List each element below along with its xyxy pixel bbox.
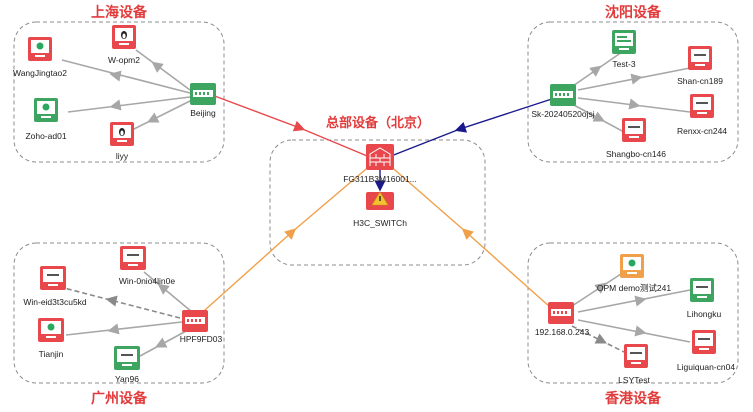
link-ip-lihongku[interactable] xyxy=(577,289,691,313)
node-label: Test-3 xyxy=(612,59,635,69)
node-192-168-0-243[interactable]: 192.168.0.243 xyxy=(535,302,590,337)
node-w-opm2[interactable]: W-opm2 xyxy=(108,25,140,65)
node-tianjin[interactable]: Tianjin xyxy=(38,318,64,359)
intra-region-links xyxy=(61,49,691,357)
node-label: 192.168.0.243 xyxy=(535,327,590,337)
node-opm-demo[interactable]: OPM demo测试241 xyxy=(597,254,671,293)
node-label: H3C_SWITCh xyxy=(353,218,407,228)
region-hongkong-box xyxy=(527,242,739,384)
node-liyy[interactable]: liyy xyxy=(110,122,134,161)
region-title-hongkong: 香港设备 xyxy=(604,390,662,407)
node-label: Lihongku xyxy=(687,309,722,319)
region-title-guangzhou: 广州设备 xyxy=(91,390,148,407)
region-title-shenyang: 沈阳设备 xyxy=(605,4,662,21)
node-label: WangJingtao2 xyxy=(13,68,67,78)
link-ip-liguiquan[interactable] xyxy=(577,319,691,343)
node-label: Zoho-ad01 xyxy=(25,131,66,141)
node-fg[interactable]: FG311B3M16001... xyxy=(343,144,417,184)
node-label: W-opm2 xyxy=(108,55,140,65)
node-hpf9fd03[interactable]: HPF9FD03 xyxy=(180,310,223,344)
node-label: Shangbo-cn146 xyxy=(606,149,666,159)
link-ip-lsytest[interactable] xyxy=(571,325,625,353)
node-label: Win-0nio4lin0e xyxy=(119,276,175,286)
node-win-eid3t3cu5kd[interactable]: Win-eid3t3cu5kd xyxy=(23,266,87,307)
node-label: HPF9FD03 xyxy=(180,334,223,344)
node-label: Win-eid3t3cu5kd xyxy=(23,297,87,307)
node-beijing[interactable]: Beijing xyxy=(190,83,216,118)
node-shangbo-cn146[interactable]: Shangbo-cn146 xyxy=(606,118,666,159)
node-lsytest[interactable]: LSYTest xyxy=(618,344,650,385)
node-test-3[interactable]: Test-3 xyxy=(612,30,636,69)
region-shenyang-box xyxy=(527,21,739,163)
link-hpf-wineid[interactable] xyxy=(63,287,181,319)
node-label: Liguiquan-cn04 xyxy=(677,362,735,372)
region-shanghai-box xyxy=(13,21,225,163)
link-shenyang-to-hq-tail[interactable] xyxy=(385,128,461,159)
node-win-0nio4lin0e[interactable]: Win-0nio4lin0e xyxy=(119,246,175,286)
node-liguiquan-cn04[interactable]: Liguiquan-cn04 xyxy=(677,330,735,372)
region-title-shanghai: 上海设备 xyxy=(91,4,148,21)
link-beijing-zoho[interactable] xyxy=(67,96,191,113)
link-hpf-tianjin[interactable] xyxy=(65,321,183,336)
node-label: liyy xyxy=(116,151,129,161)
node-sk[interactable]: Sk-20240520ojsj xyxy=(531,84,595,119)
link-beijing-wopm2[interactable] xyxy=(135,49,191,91)
region-guangzhou-box xyxy=(13,242,225,384)
region-title-hq: 总部设备（北京） xyxy=(326,115,430,131)
node-shan-cn189[interactable]: Shan-cn189 xyxy=(677,46,723,86)
node-label: LSYTest xyxy=(618,375,650,385)
link-guangzhou-to-hq[interactable] xyxy=(195,228,297,319)
node-yan96[interactable]: Yan96 xyxy=(114,346,140,384)
node-label: Sk-20240520ojsj xyxy=(531,109,594,119)
node-renxx-cn244[interactable]: Renxx-cn244 xyxy=(677,94,727,136)
link-guangzhou-to-hq-tail[interactable] xyxy=(291,163,373,233)
link-hongkong-to-hq[interactable] xyxy=(461,228,561,317)
link-beijing-wangjingtao2[interactable] xyxy=(61,59,191,94)
link-beijing-to-hq-tail[interactable] xyxy=(299,127,373,159)
node-lihongku[interactable]: Lihongku xyxy=(687,278,722,319)
node-label: Renxx-cn244 xyxy=(677,126,727,136)
node-h3c[interactable]: H3C_SWITCh xyxy=(353,191,407,228)
region-hq-box xyxy=(269,139,486,266)
link-hongkong-to-hq-tail[interactable] xyxy=(387,163,467,233)
node-zoho-ad01[interactable]: Zoho-ad01 xyxy=(25,98,67,141)
link-shenyang-to-hq[interactable] xyxy=(454,94,565,133)
node-label: Shan-cn189 xyxy=(677,76,723,86)
inter-region-links xyxy=(195,91,565,319)
server-icon xyxy=(615,33,633,46)
node-label: Tianjin xyxy=(39,349,64,359)
node-label: OPM demo测试241 xyxy=(597,283,671,293)
node-label: Yan96 xyxy=(115,374,139,384)
firewall-icon xyxy=(369,147,391,166)
link-beijing-to-hq[interactable] xyxy=(203,91,306,132)
node-wangjingtao2[interactable]: WangJingtao2 xyxy=(13,37,67,78)
node-label: Beijing xyxy=(190,108,216,118)
node-label: FG311B3M16001... xyxy=(343,174,417,184)
link-beijing-liyy[interactable] xyxy=(131,99,193,131)
